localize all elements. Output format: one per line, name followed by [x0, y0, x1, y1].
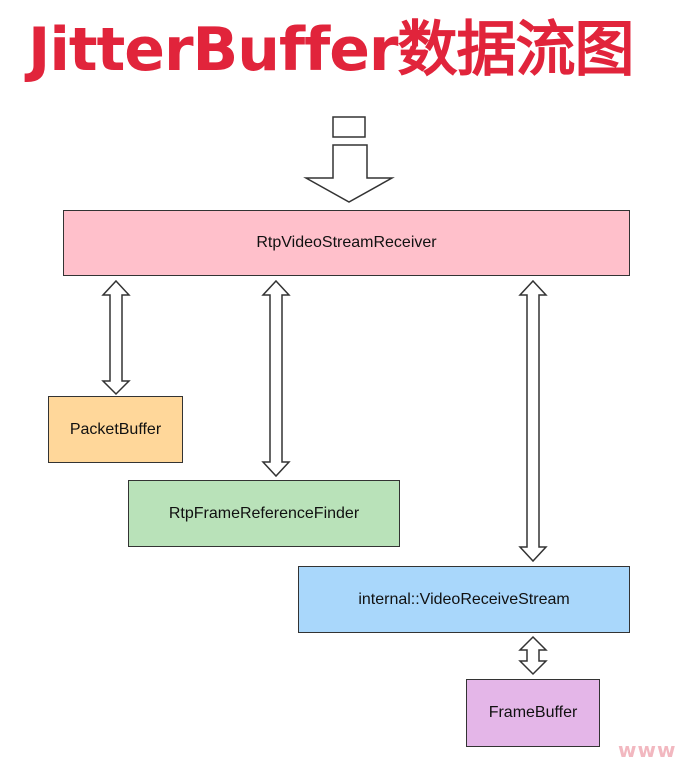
- diagram-title: JitterBuffer数据流图: [28, 15, 634, 85]
- watermark: www: [618, 738, 677, 762]
- node-internal-video-receive-stream: internal::VideoReceiveStream: [298, 566, 630, 633]
- node-rtp-frame-reference-finder: RtpFrameReferenceFinder: [128, 480, 400, 547]
- node-label: FrameBuffer: [488, 704, 578, 721]
- node-label: RtpFrameReferenceFinder: [168, 504, 360, 522]
- node-packet-buffer: PacketBuffer: [48, 396, 183, 463]
- arrow-receiver-framefinder: [261, 279, 291, 478]
- node-label: PacketBuffer: [69, 420, 162, 438]
- node-rtp-video-stream-receiver: RtpVideoStreamReceiver: [63, 210, 630, 276]
- node-frame-buffer: FrameBuffer: [466, 679, 600, 747]
- node-label: RtpVideoStreamReceiver: [256, 234, 437, 251]
- node-label: internal::VideoReceiveStream: [358, 590, 570, 608]
- arrow-receiver-packetbuffer: [101, 279, 131, 396]
- input-arrow: [303, 116, 395, 203]
- arrow-receiver-receivestream: [518, 279, 548, 563]
- arrow-receivestream-framebuffer: [518, 635, 548, 676]
